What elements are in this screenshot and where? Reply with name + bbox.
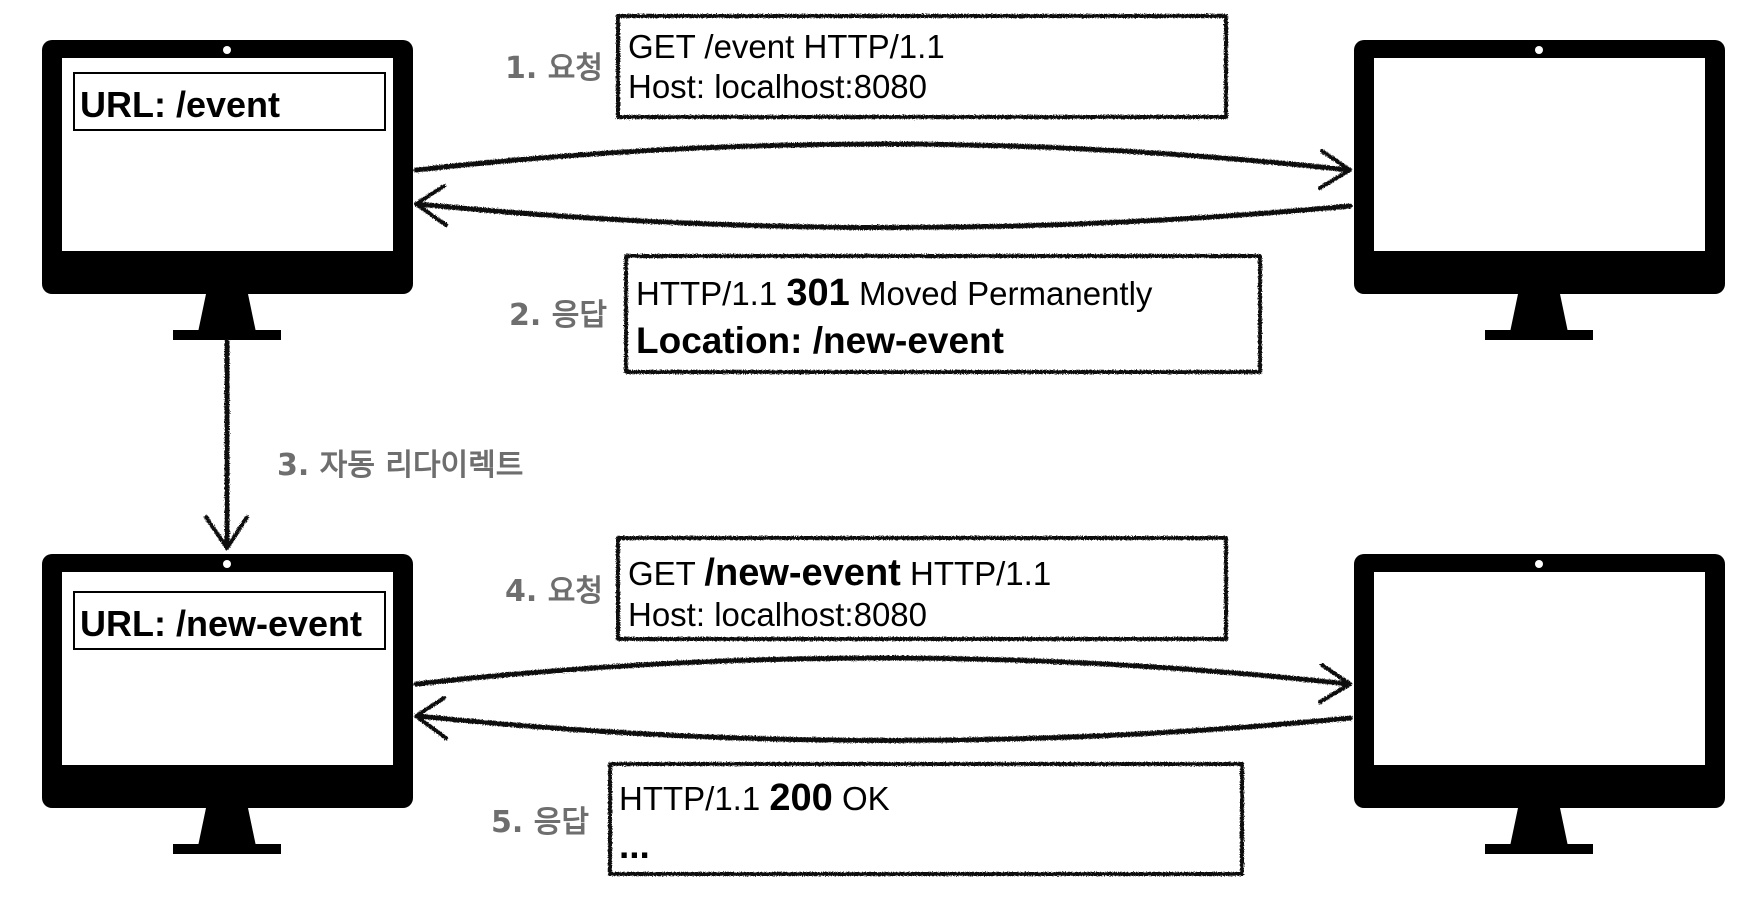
response-2-box — [608, 762, 1244, 876]
response-2-status-text: OK — [833, 780, 890, 817]
request-1-box — [616, 14, 1228, 119]
request-2-line-2: Host: localhost:8080 — [628, 596, 927, 633]
client-monitor-bottom: URL: /new-event — [42, 554, 413, 854]
response-1-status-code: 301 — [786, 272, 849, 314]
request-2-method: GET — [628, 555, 704, 592]
arrow-response-1 — [414, 184, 1353, 231]
response-1-box — [624, 254, 1262, 374]
arrow-redirect — [204, 339, 249, 550]
response-1-location: Location: /new-event — [636, 320, 1004, 361]
request-2-box — [616, 536, 1228, 641]
client-url-box-top — [73, 72, 386, 131]
step-label-1: 1. 요청 — [505, 51, 603, 86]
step-label-4: 4. 요청 — [505, 574, 603, 609]
request-2-version: HTTP/1.1 — [901, 555, 1051, 592]
response-2-line-1: HTTP/1.1 200 OK — [619, 777, 890, 819]
response-2-ellipsis: ... — [619, 825, 650, 866]
response-2-status-code: 200 — [769, 777, 832, 819]
response-1-line-1: HTTP/1.1 301 Moved Permanently — [636, 272, 1153, 314]
request-2-path: /new-event — [704, 552, 901, 594]
arrow-request-1 — [413, 141, 1352, 190]
server-monitor-bottom — [1354, 554, 1725, 854]
response-1-prefix: HTTP/1.1 — [636, 275, 786, 312]
client-url-label-top: URL: /event — [80, 84, 280, 125]
step-label-2: 2. 응답 — [509, 298, 607, 333]
client-url-label-bottom: URL: /new-event — [80, 603, 362, 644]
arrow-request-2 — [413, 655, 1352, 704]
step-label-5: 5. 응답 — [491, 805, 589, 840]
response-1-status-text: Moved Permanently — [850, 275, 1153, 312]
server-monitor-top — [1354, 40, 1725, 340]
step-label-3: 3. 자동 리다이렉트 — [277, 448, 523, 483]
arrow-response-2 — [414, 696, 1353, 744]
request-1-line-1: GET /event HTTP/1.1 — [628, 28, 945, 65]
request-2-line-1: GET /new-event HTTP/1.1 — [628, 552, 1051, 594]
client-url-box-bottom — [73, 591, 386, 650]
client-monitor-top: URL: /event — [42, 40, 413, 340]
response-2-prefix: HTTP/1.1 — [619, 780, 769, 817]
request-1-line-2: Host: localhost:8080 — [628, 68, 927, 105]
